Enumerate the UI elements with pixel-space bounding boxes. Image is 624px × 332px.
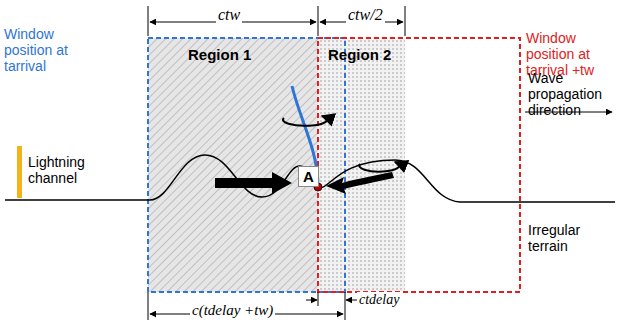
region-1-fill: [148, 38, 318, 292]
lightning-channel: [17, 146, 22, 198]
dimension-label: ctw: [216, 6, 242, 24]
dimension-label: c(tdelay +tw): [190, 302, 275, 319]
irregular-terrain: [5, 155, 615, 202]
rotation-arrow: [359, 162, 399, 172]
reflected-arrow: [326, 172, 394, 194]
region-box: Region 1A: [148, 38, 318, 98]
window-label: Window position at tarrival: [4, 26, 104, 74]
field-curve: [292, 86, 318, 186]
node-text: Region 2: [328, 46, 405, 63]
top-dimensions: [148, 6, 405, 36]
direction-label: Wave propagation direction: [528, 70, 622, 118]
channel-label: Lightning channel: [28, 154, 118, 186]
region-box: Region 2: [318, 38, 405, 78]
dimension-label: ctw/2: [346, 6, 385, 24]
dimension-label: ctdelay: [357, 292, 401, 308]
terrain-label: Irregular terrain: [528, 222, 622, 254]
point-label-box: A: [298, 166, 319, 187]
blue-window: [148, 38, 345, 292]
bottom-dimensions: [148, 292, 358, 320]
red-window: [318, 38, 520, 292]
incoming-arrow: [215, 172, 292, 194]
rotation-arrow: [283, 116, 327, 126]
node-text: A: [303, 168, 314, 185]
node-text: Region 1: [188, 46, 318, 63]
